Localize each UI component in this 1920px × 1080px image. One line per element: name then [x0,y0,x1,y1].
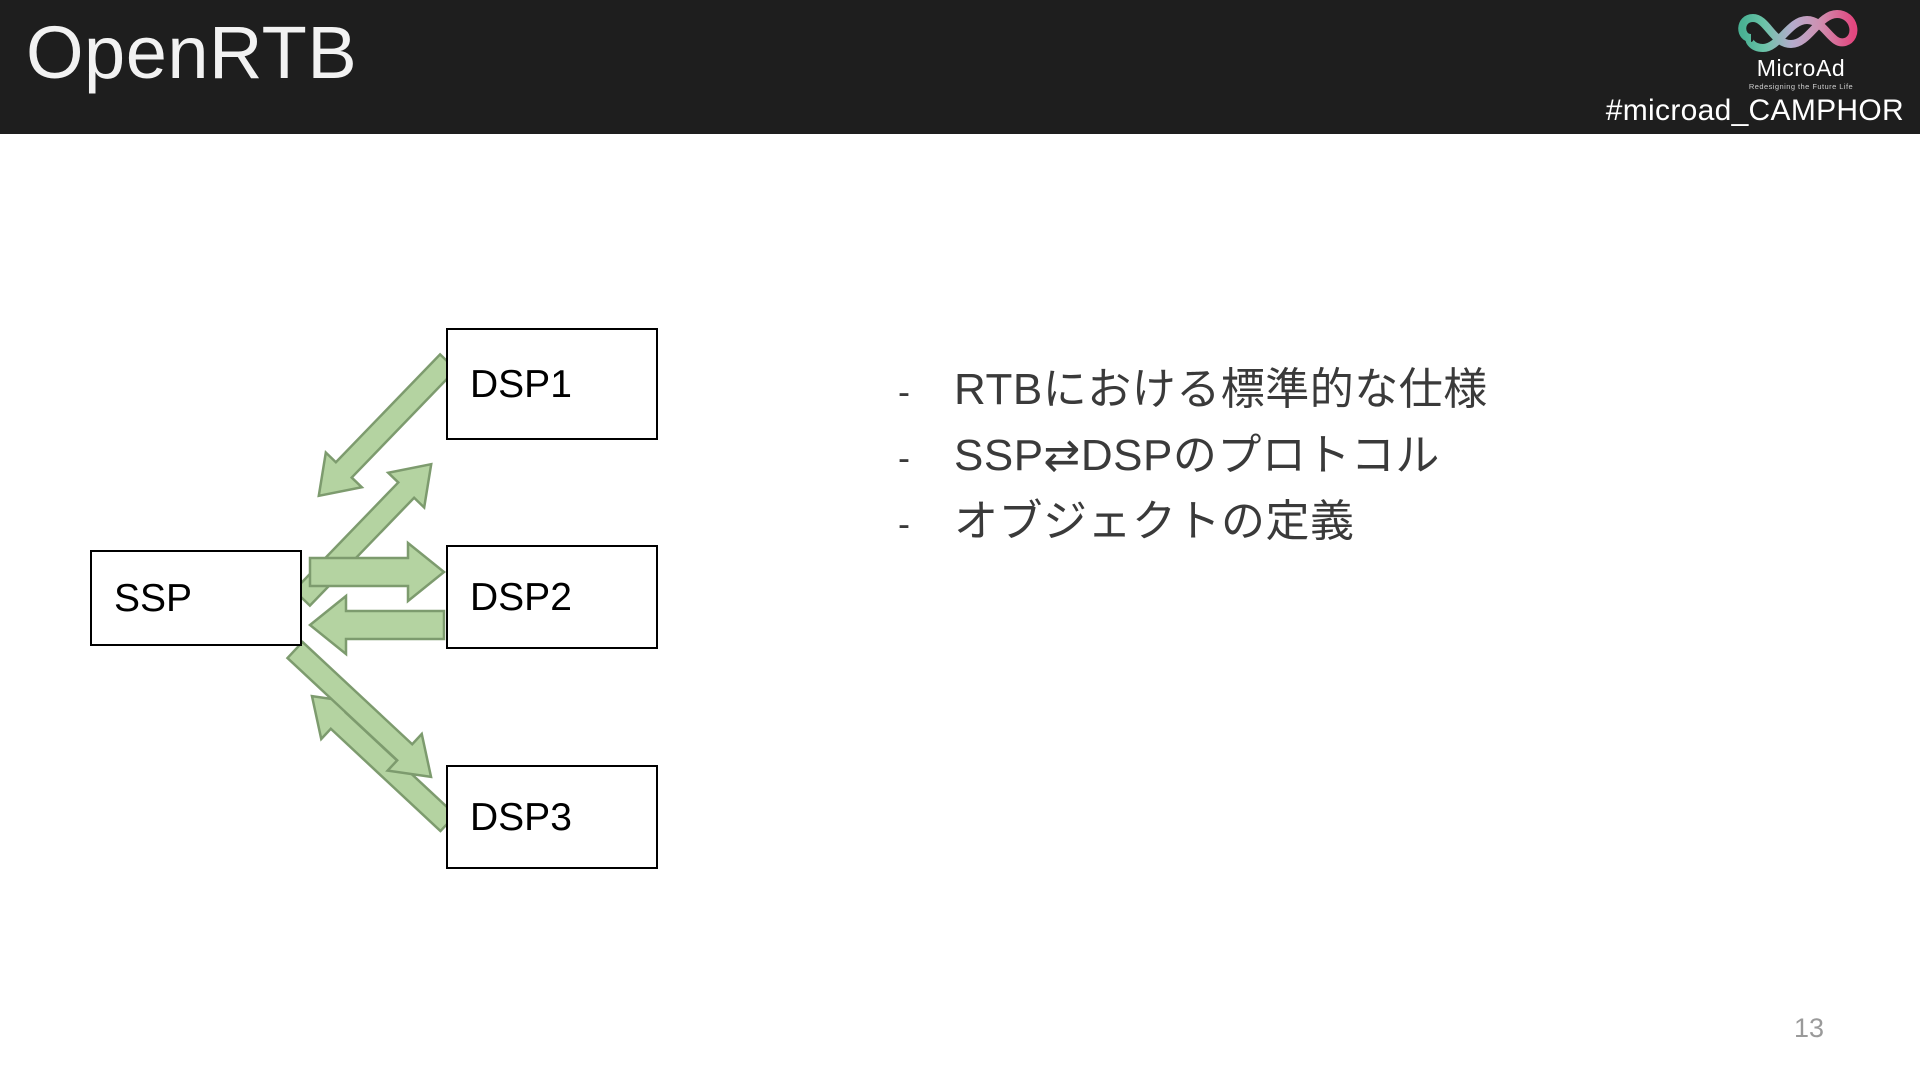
bullet-item-1: - RTBにおける標準的な仕様 [898,365,1798,415]
diagram-node-dsp3[interactable]: DSP3 [446,765,658,869]
diagram-node-ssp[interactable]: SSP [90,550,302,646]
arrow-dsp2-to-ssp [308,593,446,657]
bullet-list: - RTBにおける標準的な仕様 - SSP⇄DSPのプロトコル - オブジェクト… [898,365,1798,563]
slide-header: OpenRTB MicroAd Redesigning the Fu [0,0,1920,134]
bullet-item-2: - SSP⇄DSPのプロトコル [898,431,1798,481]
microad-infinity-ribbon-logo [1738,9,1858,53]
diagram-node-dsp3-label: DSP3 [470,795,572,839]
arrow-ssp-to-dsp2 [308,540,446,604]
bullet-text-2: SSP⇄DSPのプロトコル [954,431,1440,481]
arrow-ssp-to-dsp1 [292,462,433,608]
diagram-node-dsp2[interactable]: DSP2 [446,545,658,649]
diagram-node-dsp1-label: DSP1 [470,362,572,406]
page-title: OpenRTB [26,11,358,94]
brand-tagline: Redesigning the Future Life [1748,82,1854,91]
bullet-text-1: RTBにおける標準的な仕様 [954,365,1488,414]
bullet-marker: - [898,437,910,479]
brand-name: MicroAd [1756,55,1846,81]
bullet-marker: - [898,503,910,545]
diagram-node-ssp-label: SSP [114,576,193,620]
arrow-ssp-to-dsp3 [285,640,433,779]
bullet-marker: - [898,371,910,412]
bullet-text-3: オブジェクトの定義 [954,497,1355,547]
diagram-node-dsp1[interactable]: DSP1 [446,328,658,440]
page-number: 13 [1793,1013,1824,1043]
brand-logo-block: MicroAd Redesigning the Future Life [1696,4,1906,91]
event-hashtag: #microad_CAMPHOR [1605,94,1904,127]
openrtb-diagram: SSP DSP1 DSP2 DSP3 [70,300,720,920]
diagram-node-dsp2-label: DSP2 [470,575,572,619]
arrow-dsp3-to-ssp [310,694,458,833]
bullet-item-3: - オブジェクトの定義 [898,497,1798,547]
arrow-dsp1-to-ssp [317,352,458,498]
